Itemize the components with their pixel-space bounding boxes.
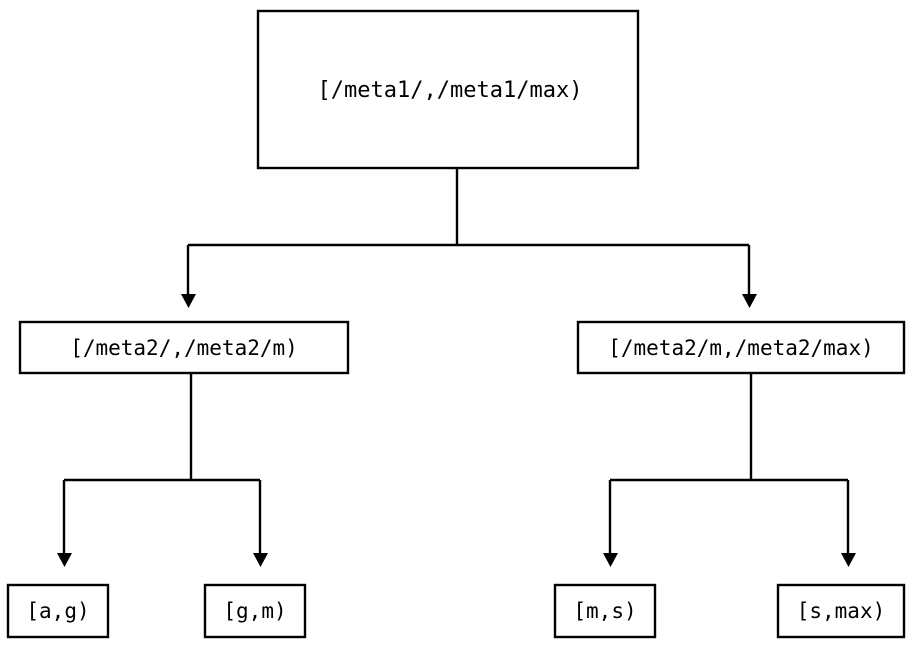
node-leaf-g-m-box [203,583,307,639]
node-root-box [256,9,640,170]
node-leaf-s-max: [s,max) [776,583,906,639]
edge-group-mid-left [57,373,268,567]
arrowhead-to-mid-right [742,294,757,308]
node-root-label: [/meta1/,/meta1/max) [318,78,583,103]
node-leaf-m-s-label: [m,s) [573,599,636,623]
node-leaf-s-max-label: [s,max) [797,599,886,623]
edge-group-root [181,168,757,308]
arrowhead-to-leaf-a-g [57,553,72,567]
node-leaf-m-s-box [553,583,657,639]
arrowhead-to-leaf-m-s [603,553,618,567]
arrowhead-to-leaf-g-m [253,553,268,567]
node-leaf-m-s: [m,s) [553,583,657,639]
edge-group-mid-right [603,373,856,567]
node-leaf-g-m: [g,m) [203,583,307,639]
node-leaf-a-g: [a,g) [6,583,110,639]
node-mid-right-label: [/meta2/m,/meta2/max) [608,336,874,360]
arrowhead-to-mid-left [181,294,196,308]
node-mid-left-box [18,320,350,375]
node-leaf-g-m-label: [g,m) [223,599,286,623]
node-mid-right-box [576,320,906,375]
node-leaf-s-max-box [776,583,906,639]
node-mid-right: [/meta2/m,/meta2/max) [576,320,906,375]
node-mid-left-label: [/meta2/,/meta2/m) [70,336,298,360]
node-leaf-a-g-label: [a,g) [26,599,89,623]
arrowhead-to-leaf-s-max [841,553,856,567]
node-root: [/meta1/,/meta1/max) [256,9,640,170]
node-leaf-a-g-box [6,583,110,639]
node-mid-left: [/meta2/,/meta2/m) [18,320,350,375]
